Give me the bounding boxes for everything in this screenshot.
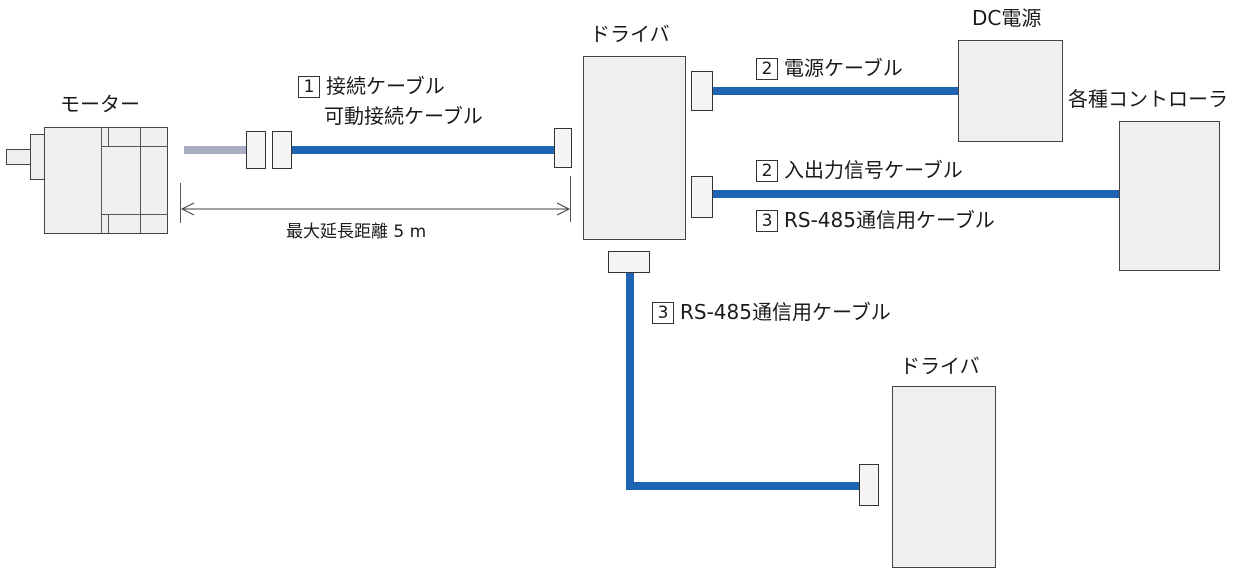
rs485-cable-vertical [626,273,634,490]
motor-line [101,146,168,147]
dimension-extension-line [570,176,571,222]
motor-label: モーター [60,92,140,116]
cable-text: 電源ケーブル [784,56,903,80]
cable-number: 2 [756,160,778,182]
max-distance-label: 最大延長距離 5 m [286,222,427,242]
motor-line [101,214,168,215]
cable-label-io: 2 入出力信号ケーブル [756,158,963,182]
motor-line [140,127,141,234]
io-signal-cable [713,190,1119,198]
motor-line [101,127,102,234]
driver-top-label: ドライバ [590,22,670,46]
motor-lead-cable [184,146,246,154]
cable-text: RS-485通信用ケーブル [680,300,891,324]
driver-connector [859,464,879,506]
driver-connector [691,176,713,218]
cable-label-power: 2 電源ケーブル [756,56,903,80]
cable-text: 接続ケーブル [326,74,445,98]
cable-connector [272,131,292,169]
controllers [1119,121,1220,271]
power-cable [713,87,958,95]
dc-power-label: DC電源 [972,6,1042,30]
cable-text: 入出力信号ケーブル [784,158,963,182]
driver-bottom [892,386,996,568]
motor-body [44,127,168,234]
motor-shaft [6,149,32,165]
driver-top [583,56,686,240]
cable-number: 3 [652,302,674,324]
rs485-cable-horizontal [626,482,859,490]
cable-number: 3 [756,210,778,232]
driver-connector [691,71,713,111]
dimension-extension-line [180,183,181,223]
dimension-arrow [180,202,571,216]
driver-connector [554,128,572,168]
cable-label-movable: 可動接続ケーブル [324,104,483,128]
driver-bottom-label: ドライバ [900,354,980,378]
cable-connector [246,131,266,169]
cable-label-connection: 1 接続ケーブル [298,74,445,98]
cable-text: RS-485通信用ケーブル [784,208,995,232]
cable-text: 可動接続ケーブル [324,104,483,128]
driver-connector [608,251,650,273]
motor-line [108,127,109,146]
controllers-label: 各種コントローラ [1068,87,1228,111]
connection-cable [292,146,554,154]
cable-number: 2 [756,58,778,80]
cable-label-rs485-controller: 3 RS-485通信用ケーブル [756,208,995,232]
dc-power-supply [958,40,1063,142]
motor-line [108,214,109,234]
cable-number: 1 [298,76,320,98]
cable-label-rs485-driver: 3 RS-485通信用ケーブル [652,300,891,324]
